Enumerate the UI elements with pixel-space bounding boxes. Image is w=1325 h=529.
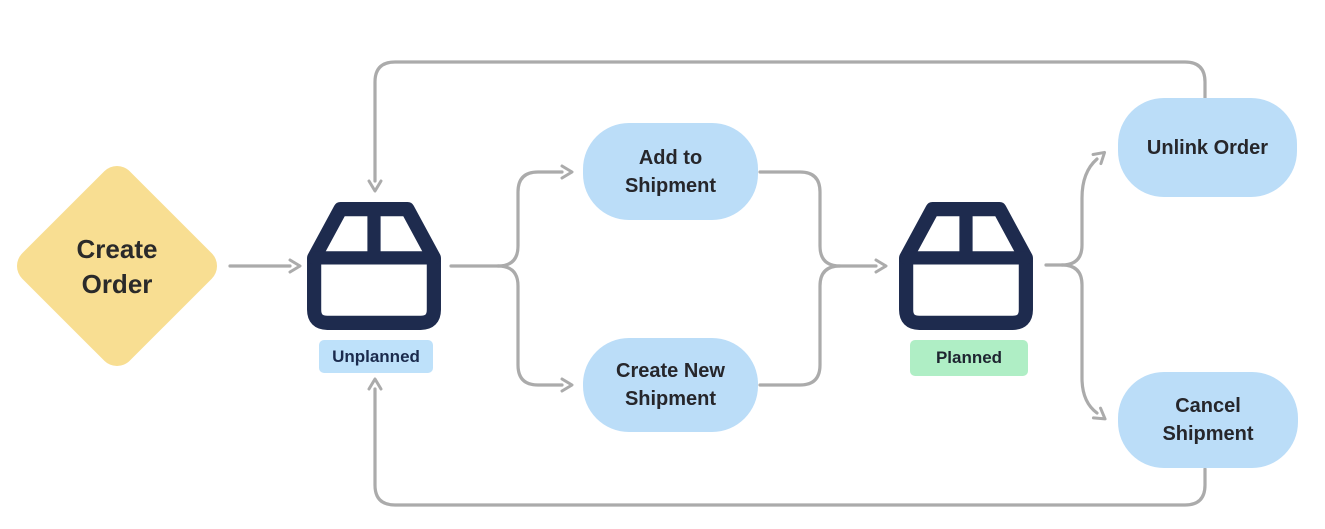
edge-create-new-shipment-to-planned <box>758 264 842 387</box>
edge-planned-to-unlink-order <box>1060 150 1107 267</box>
node-add-to-shipment: Add to Shipment <box>583 123 758 220</box>
unlink-order-label: Unlink Order <box>1146 136 1269 159</box>
status-badge-unplanned: Unplanned <box>319 340 433 373</box>
create-new-shipment-label: Create New Shipment <box>616 360 725 410</box>
edge-add-to-shipment-to-planned <box>758 170 888 274</box>
cancel-shipment-label: Cancel Shipment <box>1162 395 1254 445</box>
node-unlink-order: Unlink Order <box>1118 98 1297 197</box>
node-create-new-shipment: Create New Shipment <box>583 338 758 432</box>
edge-unplanned-to-create-new-shipment <box>496 264 574 393</box>
package-icon <box>307 202 441 330</box>
edge-unplanned-to-add-to-shipment <box>496 164 574 268</box>
edge-planned-to-cancel-shipment <box>1060 263 1107 421</box>
edge-unlink-order-to-unplanned-top-loop <box>367 60 1207 193</box>
add-to-shipment-label: Add to Shipment <box>624 146 717 197</box>
status-badge-planned: Planned <box>910 340 1028 376</box>
edge-cancel-shipment-to-unplanned-bottom-loop <box>367 377 1207 507</box>
create-order-label: Create Order <box>76 234 158 300</box>
package-icon <box>899 202 1033 330</box>
node-cancel-shipment: Cancel Shipment <box>1118 372 1298 468</box>
